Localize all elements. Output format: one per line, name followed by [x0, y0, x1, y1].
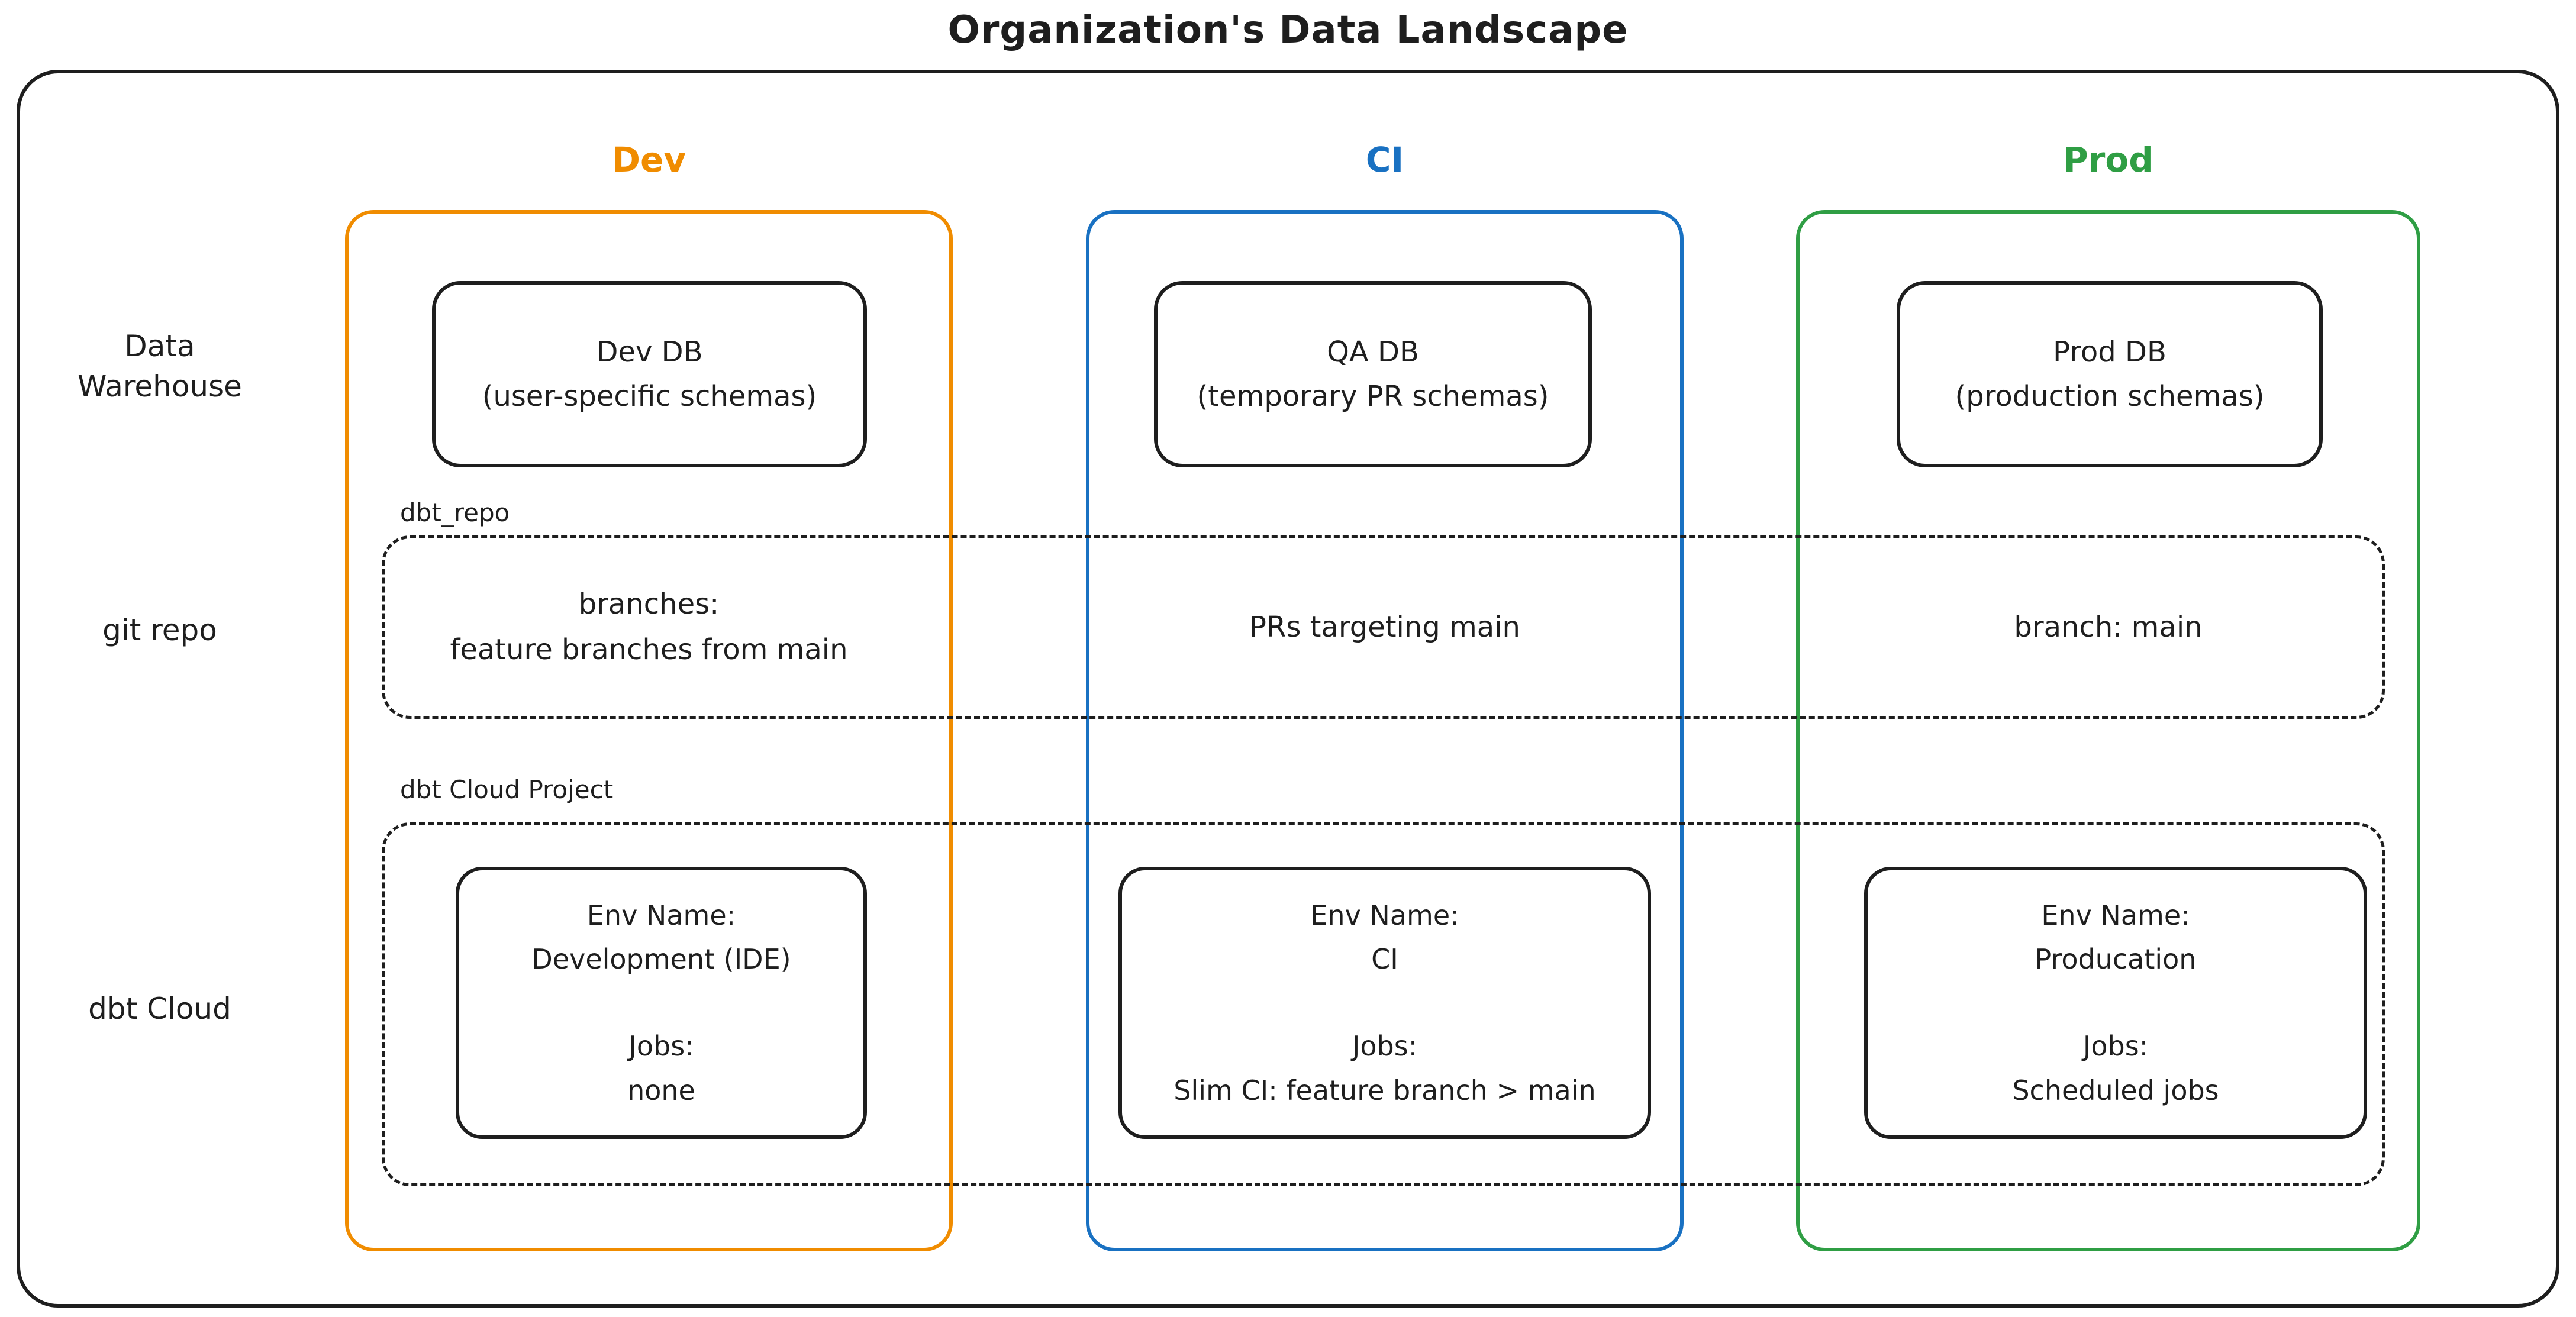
qa-db-title: QA DB [1327, 335, 1419, 369]
prod-db-title: Prod DB [2053, 335, 2166, 369]
git-ci-line1: PRs targeting main [1249, 610, 1520, 644]
dbt-cloud-project-dashed-box [382, 822, 2385, 1186]
dbt-repo-dashed-box [382, 535, 2385, 719]
env-dev-name-value: Development (IDE) [531, 943, 791, 976]
column-header-ci: CI [1365, 140, 1404, 180]
git-cell-ci: PRs targeting main [1086, 535, 1684, 719]
env-ci-name-label: Env Name: [1310, 899, 1459, 931]
dev-db-box: Dev DB (user-specific schemas) [432, 281, 867, 467]
env-ci-jobs-label: Jobs: [1352, 1030, 1418, 1062]
env-box-dev: Env Name: Development (IDE) Jobs: none [456, 867, 867, 1139]
dev-db-subtitle: (user-specific schemas) [482, 379, 817, 413]
git-cell-prod: branch: main [1796, 535, 2420, 719]
dbt-repo-label: dbt_repo [395, 498, 515, 527]
dbt-cloud-project-label: dbt Cloud Project [395, 775, 618, 804]
diagram-title: Organization's Data Landscape [947, 8, 1629, 52]
git-dev-line1: branches: [578, 588, 720, 621]
env-box-prod: Env Name: Producation Jobs: Scheduled jo… [1864, 867, 2367, 1139]
prod-db-box: Prod DB (production schemas) [1897, 281, 2323, 467]
env-ci-name-value: CI [1371, 943, 1398, 976]
prod-db-subtitle: (production schemas) [1955, 379, 2265, 413]
column-header-prod: Prod [2063, 140, 2153, 180]
env-box-ci: Env Name: CI Jobs: Slim CI: feature bran… [1118, 867, 1651, 1139]
column-box-ci [1086, 210, 1684, 1251]
qa-db-subtitle: (temporary PR schemas) [1197, 379, 1549, 413]
row-label-git-repo: git repo [102, 613, 217, 647]
column-box-prod [1796, 210, 2420, 1251]
env-dev-name-label: Env Name: [586, 899, 736, 931]
env-ci-jobs-value: Slim CI: feature branch > main [1173, 1074, 1596, 1106]
dev-db-title: Dev DB [596, 335, 703, 369]
env-dev-jobs-label: Jobs: [628, 1030, 694, 1062]
row-label-dbt-cloud: dbt Cloud [88, 992, 231, 1026]
env-prod-name-value: Producation [2035, 943, 2197, 976]
env-prod-jobs-value: Scheduled jobs [2012, 1074, 2219, 1106]
row-label-data-warehouse: Data Warehouse [78, 329, 242, 404]
git-dev-line2: feature branches from main [450, 633, 848, 666]
outer-container-box [17, 70, 2559, 1308]
git-cell-dev: branches: feature branches from main [345, 535, 953, 719]
env-dev-jobs-value: none [627, 1074, 695, 1106]
qa-db-box: QA DB (temporary PR schemas) [1154, 281, 1592, 467]
git-prod-line1: branch: main [2014, 610, 2203, 644]
column-box-dev [345, 210, 953, 1251]
env-prod-name-label: Env Name: [2041, 899, 2190, 931]
env-prod-jobs-label: Jobs: [2082, 1030, 2149, 1062]
column-header-dev: Dev [611, 140, 686, 180]
